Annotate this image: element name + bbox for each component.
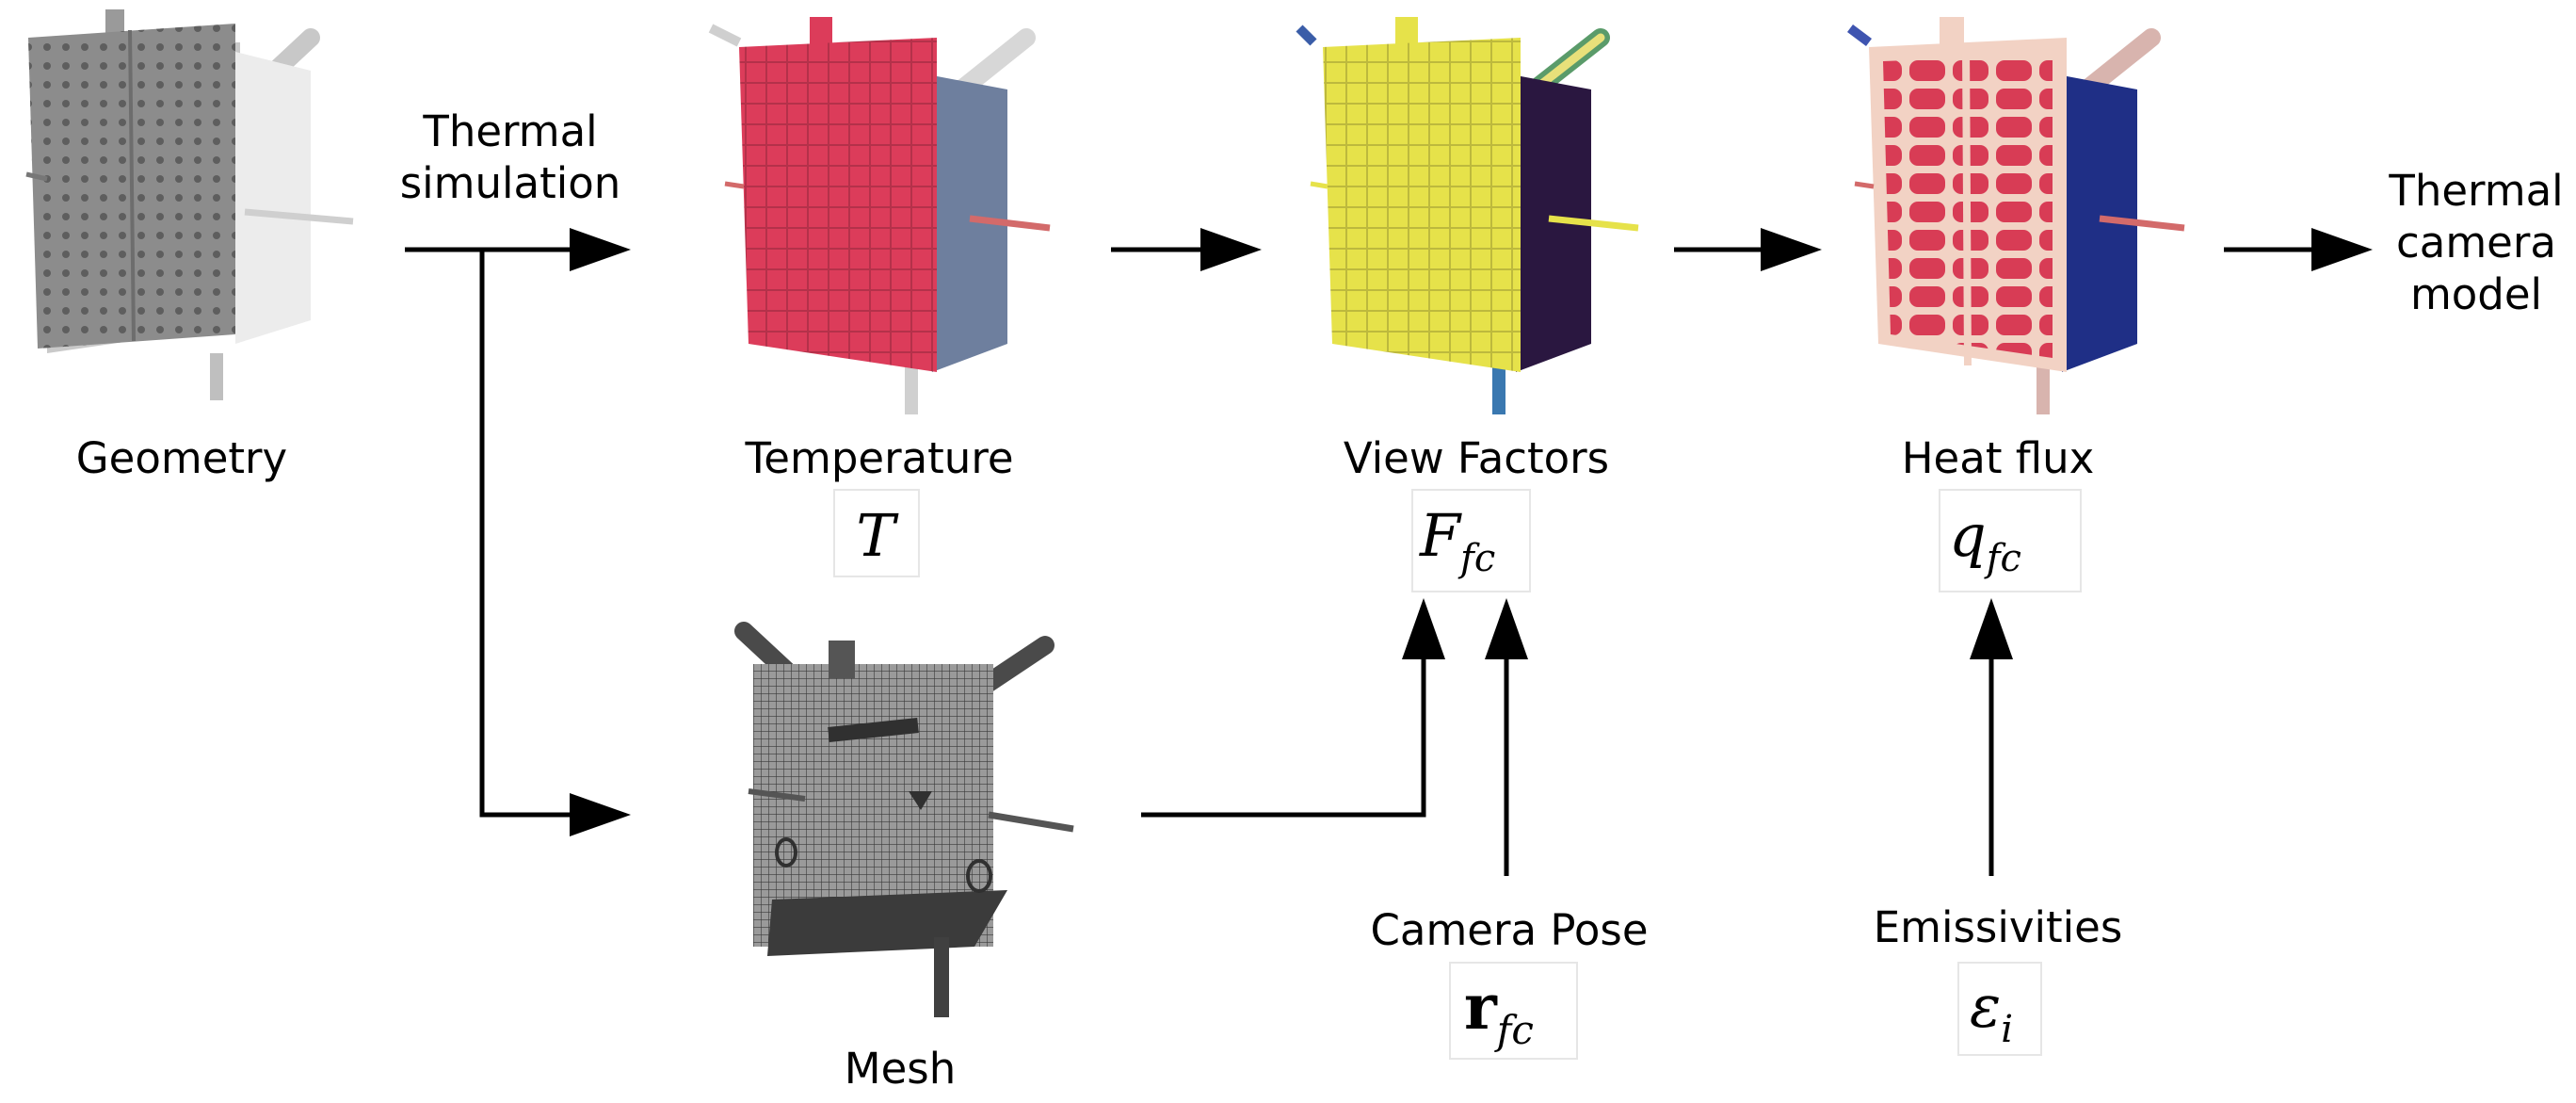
svg-text:εi: εi <box>1970 972 2013 1051</box>
heat-flux-label: Heat flux <box>1902 433 2095 483</box>
view-factors-label: View Factors <box>1344 433 1609 483</box>
satellite-viewfactor-icon <box>1296 17 1639 414</box>
heat-flux-symbol: qfc <box>1939 489 2082 592</box>
thermal-simulation-label-line2: simulation <box>400 158 621 208</box>
thermal-camera-model-line1: Thermal <box>2388 166 2563 216</box>
svg-text:Ffc: Ffc <box>1419 501 1495 580</box>
svg-text:rfc: rfc <box>1464 970 1534 1053</box>
svg-text:qfc: qfc <box>1949 501 2021 580</box>
view-factors-symbol: Ffc <box>1411 489 1531 592</box>
temperature-symbol: T <box>833 489 920 577</box>
arrow-emissivities-to-heatflux <box>1970 598 2013 876</box>
satellite-heatflux-icon <box>1847 17 2185 414</box>
thermal-simulation-label-line1: Thermal <box>422 106 597 156</box>
emissivities-label: Emissivities <box>1874 902 2123 952</box>
svg-text:T: T <box>856 501 899 570</box>
thermal-camera-model-line3: model <box>2410 269 2542 319</box>
temperature-label: Temperature <box>744 433 1013 483</box>
mesh-label: Mesh <box>845 1044 956 1094</box>
thermal-camera-model-line2: camera <box>2396 218 2556 268</box>
arrow-temperature-to-viewfactors <box>1111 228 1262 271</box>
arrow-viewfactors-to-heatflux <box>1674 228 1822 271</box>
satellite-gray-icon <box>25 9 354 400</box>
emissivities-symbol: εi <box>1957 962 2042 1056</box>
satellite-temperature-icon <box>708 17 1051 414</box>
arrow-geometry-to-temperature <box>405 228 631 271</box>
arrow-mesh-to-viewfactors <box>1141 598 1445 818</box>
camera-pose-symbol: rfc <box>1449 962 1578 1060</box>
camera-pose-label: Camera Pose <box>1370 905 1648 955</box>
arrow-branch-to-mesh <box>479 250 631 836</box>
arrow-heatflux-to-camera-model <box>2224 228 2373 271</box>
geometry-label: Geometry <box>76 433 287 483</box>
arrow-camerapose-to-viewfactors <box>1485 598 1528 876</box>
satellite-mesh-icon <box>734 622 1074 1017</box>
